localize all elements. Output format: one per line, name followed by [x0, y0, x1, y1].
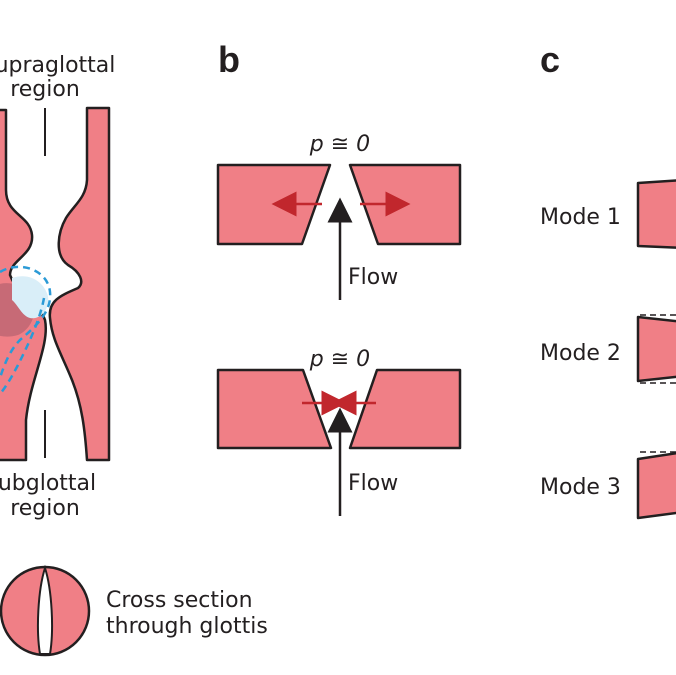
glottis-dashed-outline: [0, 265, 52, 379]
pressure-label-bottom: p ≅ 0: [309, 347, 370, 372]
panel-c-label: c: [540, 39, 560, 80]
pressure-label-top: p ≅ 0: [309, 132, 370, 157]
mode3-label: Mode 3: [540, 475, 621, 500]
right-fold-bottom: [348, 368, 462, 450]
panel-c: c Mode 1 Mode 2 Mode 3: [540, 39, 676, 520]
subglottal-label-line1: Subglottal: [0, 471, 96, 496]
subglottal-label-line2: region: [10, 496, 80, 521]
cross-section-label-line1: Cross section: [106, 588, 253, 613]
mode1-label: Mode 1: [540, 205, 621, 230]
glottis-cross-section-icon: [0, 564, 91, 657]
mode1-fold-shape: [636, 179, 676, 249]
cross-section-label-line2: through glottis: [106, 614, 268, 639]
flow-label-top: Flow: [348, 265, 398, 290]
left-fold-bottom: [216, 368, 333, 450]
mode3-fold-shape: [636, 451, 676, 520]
mode2-label: Mode 2: [540, 341, 621, 366]
flow-label-bottom: Flow: [348, 471, 398, 496]
glottis-dashed-outline-inner: [0, 297, 46, 396]
glottis-cross-region: [12, 276, 49, 319]
right-vocal-tract-wall: [48, 106, 111, 462]
panel-b: b p ≅ 0 Flow p ≅ 0 Flow: [216, 39, 462, 516]
supraglottal-label-line2: region: [10, 77, 80, 102]
panel-a: Supraglottal region Subglottal region Cr…: [0, 53, 268, 657]
mode2-fold-shape: [636, 315, 676, 383]
supraglottal-label-line1: Supraglottal: [0, 53, 115, 78]
panel-b-label: b: [218, 39, 240, 80]
